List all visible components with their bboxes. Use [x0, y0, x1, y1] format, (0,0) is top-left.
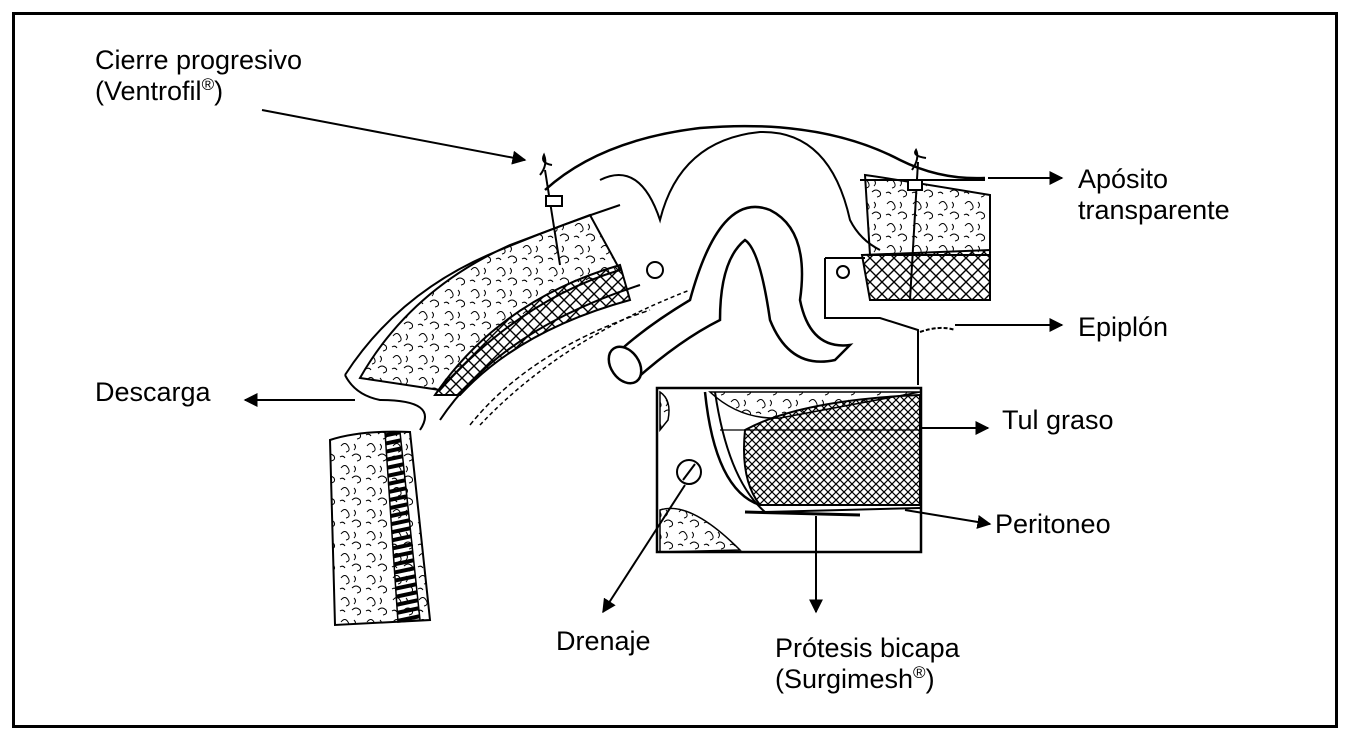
label-protesis-bicapa: Prótesis bicapa (Surgimesh®): [775, 633, 960, 694]
label-peritoneo: Peritoneo: [995, 509, 1111, 539]
label-descarga: Descarga: [95, 377, 211, 407]
arrow-peritoneo: [904, 509, 992, 529]
left-abdominal-wall: [328, 204, 651, 627]
right-abdominal-wall: [824, 173, 991, 385]
label-aposito-transparente: Apósito transparente: [1078, 164, 1230, 225]
label-drenaje: Drenaje: [556, 626, 651, 656]
progressive-closure-sutures: [539, 148, 927, 301]
figure-frame: [12, 12, 1338, 728]
arrow-drenaje: [602, 484, 686, 614]
arrow-cierre: [261, 109, 527, 165]
label-epiplon: Epiplón: [1078, 312, 1169, 342]
detail-inset: [655, 386, 923, 554]
label-cierre-progresivo: Cierre progresivo (Ventrofil®): [95, 45, 303, 106]
leader-arrows: [243, 109, 1064, 614]
label-tul-graso: Tul graso: [1002, 405, 1114, 435]
bowel-loop: [479, 124, 986, 426]
